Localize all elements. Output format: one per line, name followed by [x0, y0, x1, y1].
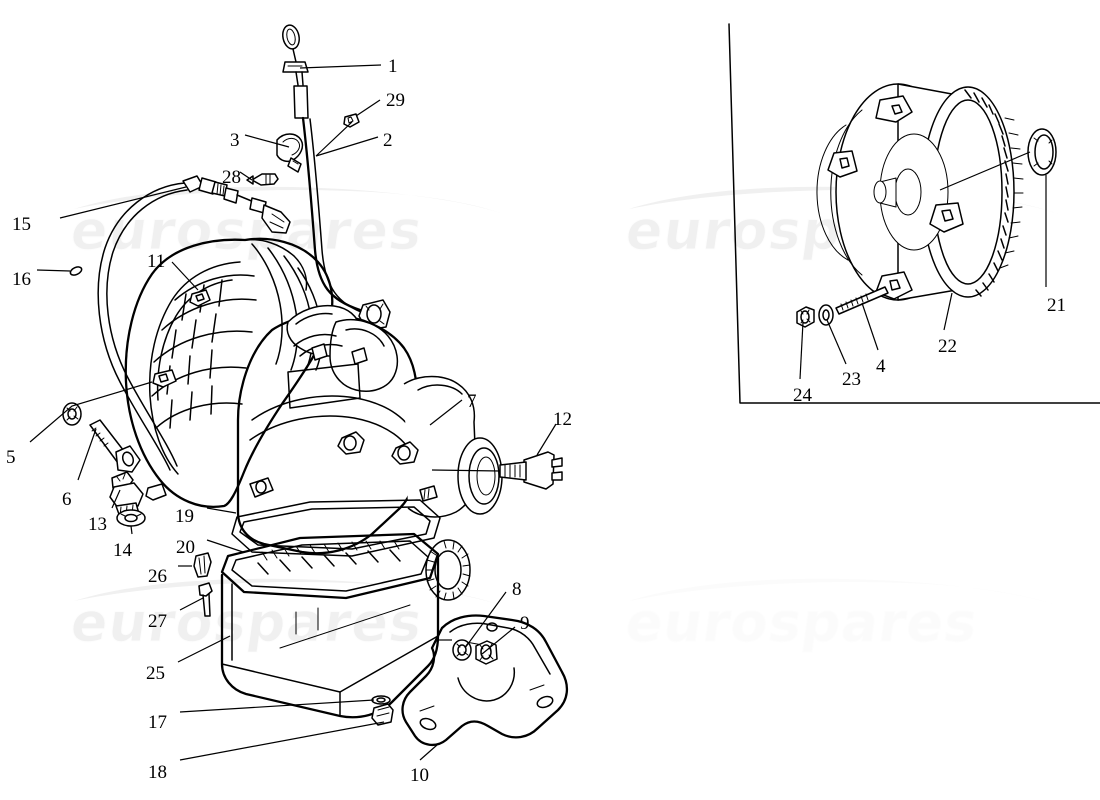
- tube-clip: [343, 113, 360, 128]
- callout-26: 26: [148, 566, 167, 587]
- callout-23: 23: [842, 369, 861, 390]
- callout-10: 10: [410, 765, 429, 786]
- transmission-case: [236, 304, 503, 601]
- converter-seal: [1027, 128, 1057, 176]
- callout-1: 1: [388, 56, 398, 77]
- case-plug: [431, 423, 563, 490]
- converter-mounting-lug: [827, 150, 858, 178]
- callout-25: 25: [146, 663, 165, 684]
- callout-22: 22: [938, 336, 957, 357]
- bell-housing-washer: [62, 402, 82, 426]
- cable-adjuster: [182, 175, 291, 234]
- torque-converter-assembly: [796, 83, 1057, 380]
- callout-21: 21: [1047, 295, 1066, 316]
- pan-screw: [179, 582, 213, 617]
- oil-pan-assembly: [177, 499, 441, 761]
- callout-13: 13: [88, 514, 107, 535]
- callout-15: 15: [12, 214, 31, 235]
- bell-housing: [124, 237, 334, 508]
- dipstick-assembly: [282, 24, 391, 331]
- converter-bolt: [835, 286, 889, 315]
- callout-14: 14: [113, 540, 132, 561]
- cable-o-ring: [36, 266, 83, 276]
- callout-7: 7: [467, 391, 477, 412]
- sealing-washer: [116, 509, 146, 535]
- callout-9: 9: [520, 613, 530, 634]
- callout-17: 17: [148, 712, 167, 733]
- callout-19: 19: [175, 506, 194, 527]
- callout-16: 16: [12, 269, 31, 290]
- callout-3: 3: [230, 130, 240, 151]
- callout-28: 28: [222, 167, 241, 188]
- output-flange: [457, 437, 503, 515]
- converter-washer: [818, 304, 834, 326]
- callout-4: 4: [876, 356, 886, 377]
- bell-housing-bolt: [77, 419, 141, 481]
- cable-bracket: [244, 133, 304, 173]
- callout-8: 8: [512, 579, 522, 600]
- pan-clip: [178, 552, 212, 578]
- callout-24: 24: [793, 385, 812, 406]
- callout-5: 5: [6, 447, 16, 468]
- drain-plug-washer: [371, 695, 391, 705]
- case-bolt-boss: [337, 431, 365, 455]
- inset-panel-border: [728, 23, 1100, 404]
- callout-12: 12: [553, 409, 572, 430]
- converter-nut: [796, 306, 815, 328]
- case-bolt-boss: [391, 441, 419, 465]
- callout-11: 11: [147, 251, 166, 272]
- callout-29: 29: [386, 90, 405, 111]
- callout-6: 6: [62, 489, 72, 510]
- callout-27: 27: [148, 611, 167, 632]
- callout-18: 18: [148, 762, 167, 783]
- kickdown-cable: [59, 175, 291, 471]
- converter-mounting-lug: [929, 202, 964, 233]
- callout-2: 2: [383, 130, 393, 151]
- cable-end-fitting: [239, 171, 279, 186]
- support-bracket: [401, 614, 569, 761]
- callout-20: 20: [176, 537, 195, 558]
- drain-plug: [371, 703, 394, 726]
- converter-mounting-lug: [875, 95, 913, 123]
